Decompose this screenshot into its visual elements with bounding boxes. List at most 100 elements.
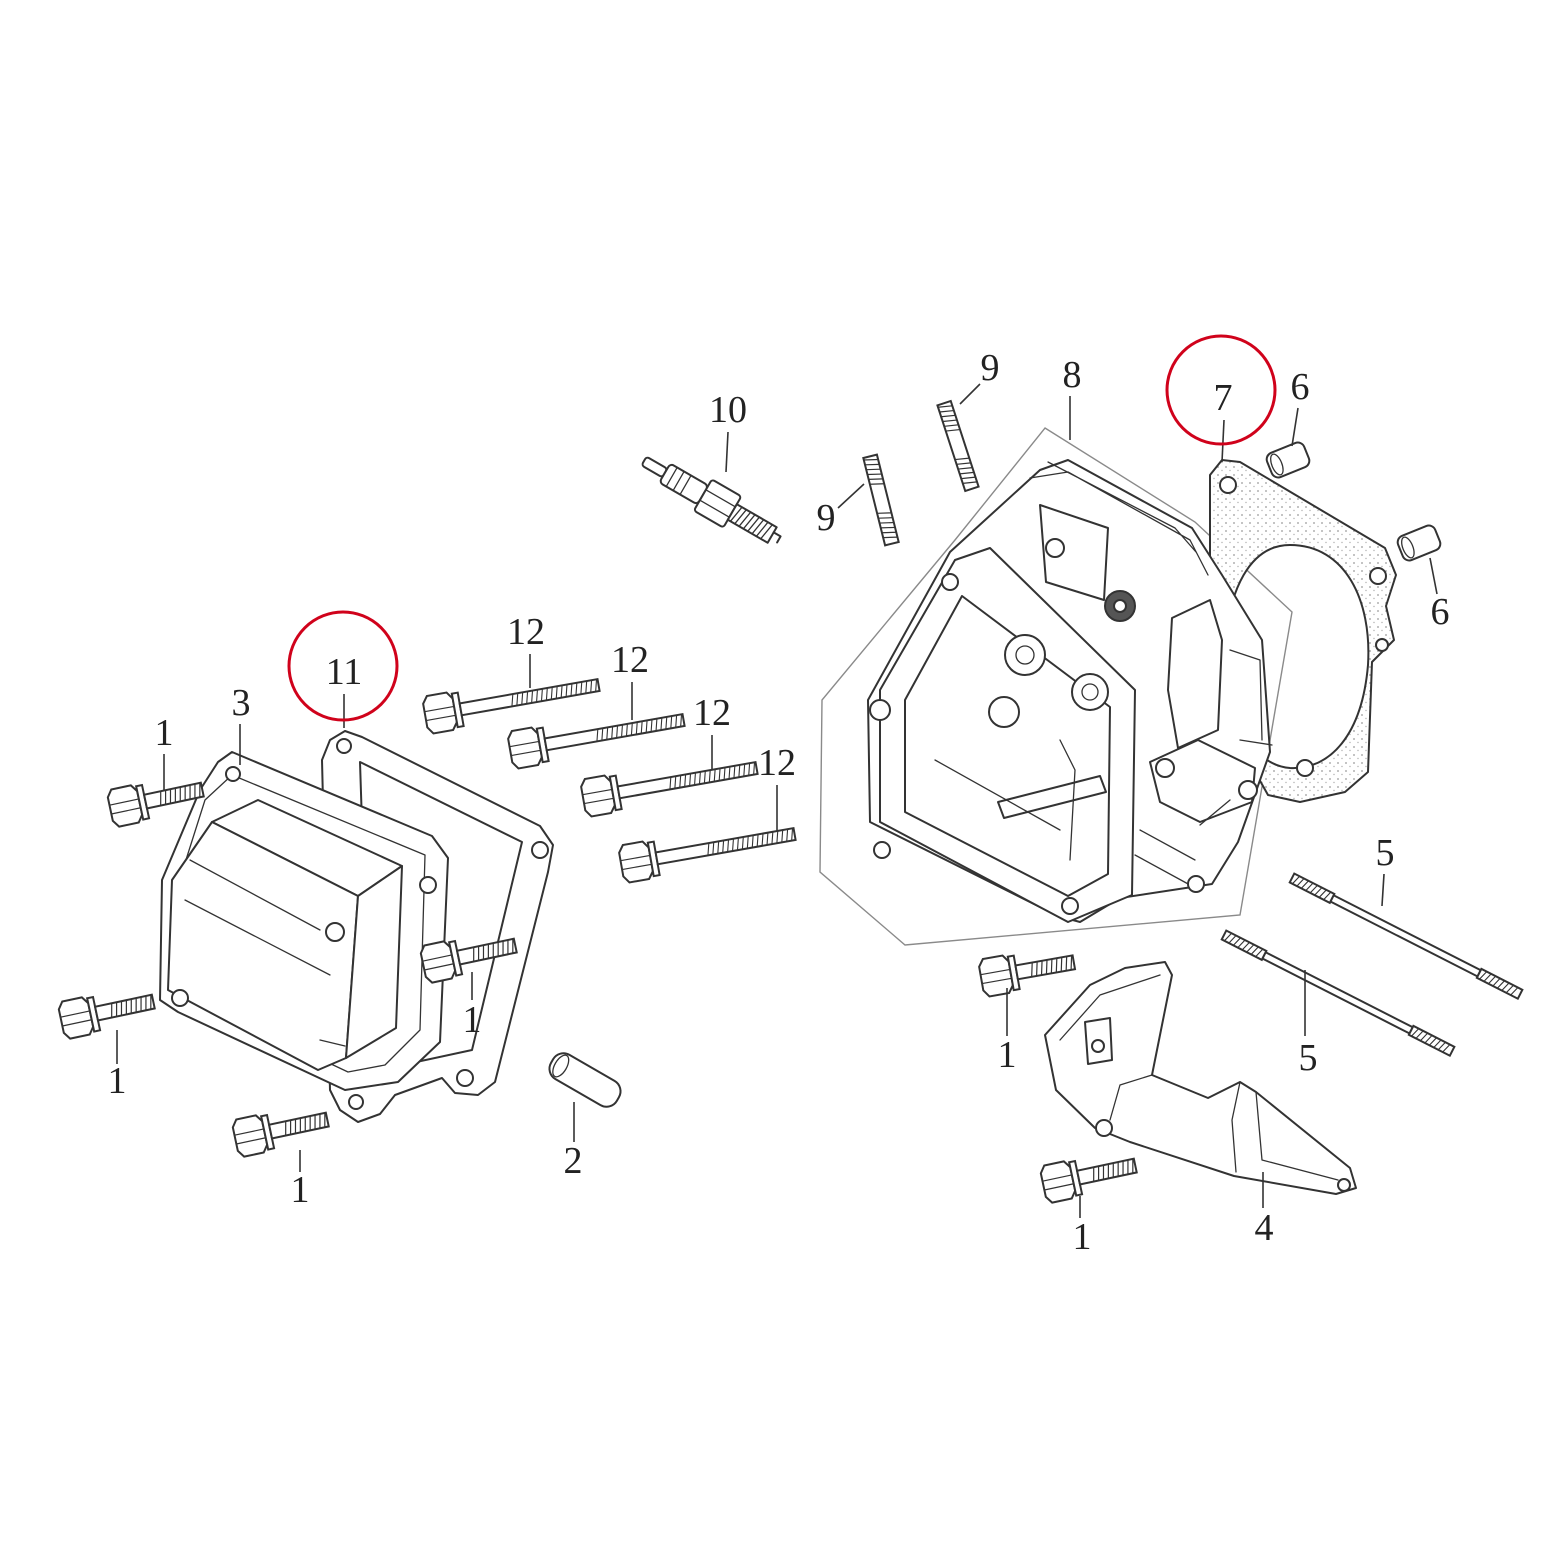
- intake-flange: [1167, 599, 1223, 749]
- callout-2: 2: [564, 1140, 583, 1182]
- dowel-pin-end: [1270, 453, 1284, 476]
- leader-5-upper: [1381, 873, 1385, 907]
- head-gasket-hole: [1369, 567, 1387, 585]
- callout-6-top: 6: [1291, 366, 1310, 408]
- highlight-circle-7: [1165, 334, 1277, 446]
- leader-9-upper: [959, 383, 981, 405]
- valve-cover-hole: [419, 876, 437, 894]
- stud-9-upper: [936, 400, 980, 492]
- callout-9-lower: 9: [817, 497, 836, 539]
- callout-1-cover-right: 1: [463, 999, 482, 1041]
- callout-1-deflector-upper: 1: [998, 1034, 1017, 1076]
- bolt-1-lower-left: [56, 981, 159, 1041]
- bolt-1-bottom: [230, 1099, 333, 1159]
- gasket-hole: [348, 1094, 364, 1110]
- callout-9-upper: 9: [981, 347, 1000, 389]
- leader-6-right: [1429, 557, 1438, 595]
- callout-1-upper-left: 1: [155, 712, 174, 754]
- callout-12-d: 12: [758, 742, 796, 784]
- air-deflector-fold: [1059, 974, 1339, 1181]
- leader-10: [725, 431, 729, 473]
- dowel-pin-body: [1265, 441, 1311, 479]
- dowel-pin-body: [1396, 524, 1442, 562]
- callout-5-lower: 5: [1299, 1037, 1318, 1079]
- exhaust-port-hole: [1155, 758, 1175, 778]
- valve-boss: [988, 696, 1020, 728]
- head-gasket-hole: [1375, 638, 1389, 652]
- stud-5-lower: [1220, 929, 1456, 1057]
- spark-plug: [641, 456, 782, 544]
- air-deflector-hole: [1095, 1119, 1113, 1137]
- valve-cover-side-face: [345, 865, 403, 1059]
- valve-boss-inner: [1081, 683, 1099, 701]
- spark-plug-thread-lines: [729, 506, 773, 540]
- dowel-pin-end: [552, 1054, 570, 1078]
- callout-labels: 10 9 8 7 6 9 6 12 11 12 3 12 1 12 5 1 1 …: [108, 347, 1450, 1258]
- valve-cover-breather-hole: [325, 922, 345, 942]
- air-deflector-tab-hole: [1091, 1039, 1105, 1053]
- callout-1-deflector-lower: 1: [1073, 1216, 1092, 1258]
- valve-cover: [159, 751, 449, 1091]
- leader-lines: [116, 383, 1438, 1218]
- callout-5-upper: 5: [1376, 832, 1395, 874]
- callout-1-bottom: 1: [291, 1169, 310, 1211]
- intake-flange-detail: [1229, 649, 1273, 746]
- head-bolt-12-a: [420, 665, 603, 736]
- callout-7: 7: [1214, 377, 1233, 419]
- cylinder-head-hole: [1187, 875, 1205, 893]
- cylinder-head-hole: [1061, 897, 1079, 915]
- leader-9-lower: [837, 483, 865, 509]
- cylinder-head-hole: [873, 841, 891, 859]
- cylinder-head-hole: [869, 699, 891, 721]
- air-deflector-hole: [1337, 1178, 1351, 1192]
- leader-6-top: [1291, 407, 1299, 447]
- callout-11: 11: [326, 651, 363, 693]
- callout-8: 8: [1063, 354, 1082, 396]
- dowel-pin-6-top: [1265, 441, 1311, 479]
- valve-cover-hole: [225, 766, 241, 782]
- valve-boss-inner: [1015, 645, 1035, 665]
- rocker-rib: [934, 739, 1076, 861]
- head-bolt-12-b: [505, 700, 688, 771]
- dowel-pin-6-right: [1396, 524, 1442, 562]
- callout-4: 4: [1255, 1207, 1274, 1249]
- bolt-1-deflector-lower: [1038, 1145, 1141, 1205]
- valve-cover-gasket: [321, 730, 554, 1123]
- dowel-pin-2: [548, 1052, 622, 1108]
- head-bolt-12-d: [616, 814, 799, 885]
- highlight-circle-11: [287, 610, 399, 722]
- callout-10: 10: [709, 389, 747, 431]
- valve-cover-flange-inner: [177, 774, 426, 1073]
- spark-plug-electrode: [772, 531, 782, 544]
- cylinder-head-deck-edge: [1029, 461, 1209, 576]
- gasket-hole: [336, 738, 352, 754]
- rocker-chamber-frame: [879, 547, 1136, 923]
- head-gasket-hole: [1219, 476, 1237, 494]
- head-gasket-hole: [1296, 759, 1314, 777]
- callout-6-right: 6: [1431, 591, 1450, 633]
- spark-plug-ribs: [665, 466, 692, 496]
- callout-3: 3: [232, 682, 251, 724]
- rocker-stud-hole: [1045, 538, 1065, 558]
- stud-5-upper: [1288, 872, 1524, 1000]
- air-deflector: [1044, 961, 1357, 1195]
- callout-12-a: 12: [507, 611, 545, 653]
- push-rod-plate: [1039, 504, 1109, 601]
- gasket-hole: [531, 841, 549, 859]
- callout-12-c: 12: [693, 692, 731, 734]
- valve-cover-ridge: [184, 859, 346, 1047]
- stud-9-lower: [862, 453, 900, 547]
- gasket-hole: [456, 1069, 474, 1087]
- valve-cover-hole: [171, 989, 189, 1007]
- exhaust-port-hole: [1238, 780, 1258, 800]
- valve-spring-core: [1113, 599, 1127, 613]
- bolt-1-deflector-upper: [976, 942, 1079, 999]
- head-bolt-12-c: [578, 748, 761, 819]
- cylinder-head: [867, 459, 1273, 923]
- dowel-pin-end: [1401, 536, 1415, 559]
- leader-7: [1221, 419, 1225, 463]
- callout-1-lower-left: 1: [108, 1060, 127, 1102]
- spark-plug-hex-edge: [699, 489, 736, 518]
- callout-12-b: 12: [611, 639, 649, 681]
